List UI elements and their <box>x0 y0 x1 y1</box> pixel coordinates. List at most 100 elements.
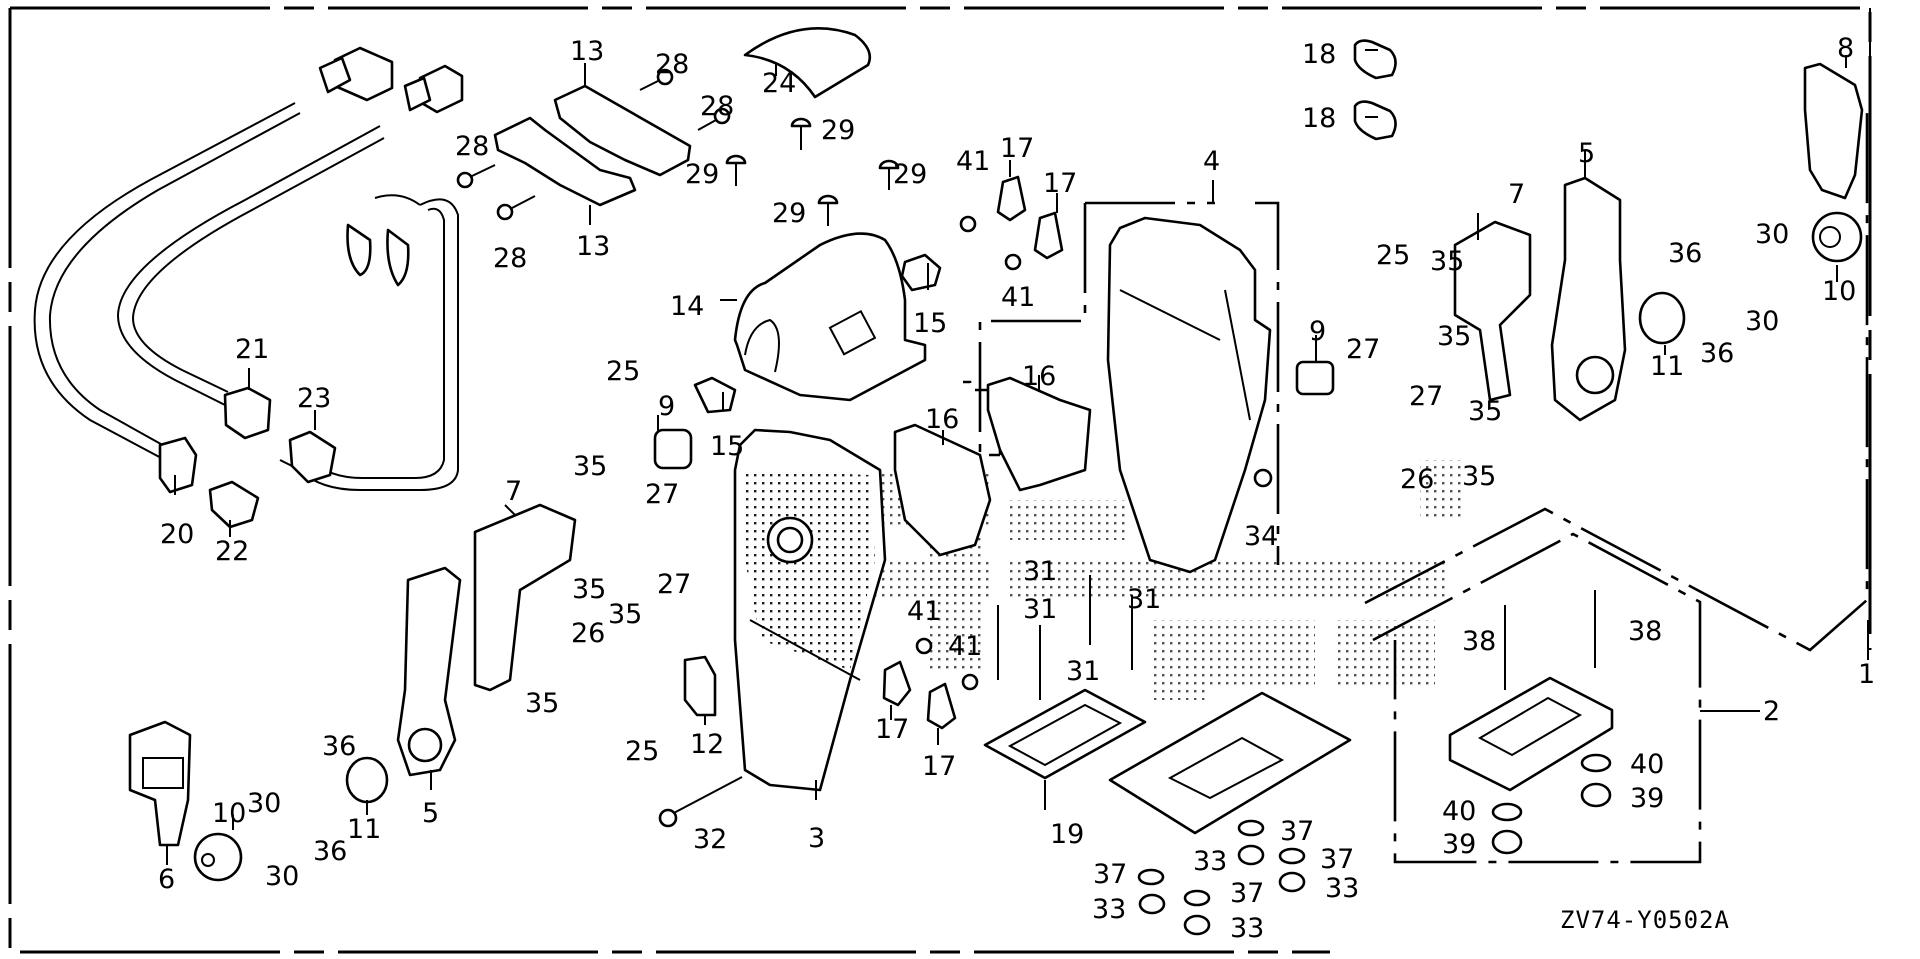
case-4 <box>1106 216 1272 574</box>
callout: 2 <box>1763 696 1780 727</box>
connector-22 <box>208 480 260 529</box>
callout: 8 <box>1837 33 1854 64</box>
callout: 31 <box>1066 656 1100 687</box>
callout: 25 <box>606 356 640 387</box>
callout: 29 <box>893 159 927 190</box>
callout: 33 <box>1230 913 1264 944</box>
callout: 23 <box>297 383 331 414</box>
callout: 1 <box>1858 659 1875 690</box>
callout: 37 <box>1093 859 1127 890</box>
callout: 13 <box>576 231 610 262</box>
callout: 38 <box>1462 626 1496 657</box>
clamp-15 <box>900 253 942 292</box>
callout: 35 <box>1468 396 1502 427</box>
callout: 28 <box>455 131 489 162</box>
callout: 30 <box>1745 306 1779 337</box>
grip-6 <box>128 720 192 847</box>
callout: 25 <box>625 736 659 767</box>
callout: 21 <box>235 334 269 365</box>
lever-5-right <box>1550 176 1627 422</box>
callout: 33 <box>1325 873 1359 904</box>
callout: 25 <box>1376 240 1410 271</box>
callout: 33 <box>1193 846 1227 877</box>
callout: 41 <box>1001 282 1035 313</box>
grip-8 <box>1803 62 1864 200</box>
callout: 30 <box>1755 219 1789 250</box>
callout: 28 <box>700 91 734 122</box>
callout: 17 <box>1043 168 1077 199</box>
callout: 29 <box>772 198 806 229</box>
gasket-16a <box>893 423 992 557</box>
callout: 35 <box>573 451 607 482</box>
callout: 41 <box>907 596 941 627</box>
mounting-plate-19 <box>983 688 1147 780</box>
gasket-plate <box>1108 691 1352 835</box>
callout: 28 <box>493 243 527 274</box>
callout: 37 <box>1320 844 1354 875</box>
callout: 5 <box>1578 138 1595 169</box>
callout: 35 <box>1430 246 1464 277</box>
callout: 4 <box>1203 146 1220 177</box>
callout: 27 <box>645 479 679 510</box>
callout: 31 <box>1023 594 1057 625</box>
callout: 7 <box>1508 179 1525 210</box>
callout: 35 <box>1437 321 1471 352</box>
callout: 13 <box>570 36 604 67</box>
callout: 7 <box>505 476 522 507</box>
cover-14 <box>733 232 927 402</box>
callout: 19 <box>1050 819 1084 850</box>
callout: 36 <box>322 731 356 762</box>
callout: 36 <box>1668 238 1702 269</box>
diagram-frame <box>8 6 1872 954</box>
callout: 10 <box>212 798 246 829</box>
callout: 18 <box>1302 39 1336 70</box>
clamp-15b <box>693 376 737 414</box>
assembly-outline-2 <box>1372 532 1702 864</box>
callout: 30 <box>247 788 281 819</box>
callout: 39 <box>1442 829 1476 860</box>
lever-5-left <box>396 566 462 777</box>
callout: 37 <box>1230 878 1264 909</box>
callout: 39 <box>1630 783 1664 814</box>
callout: 41 <box>948 631 982 662</box>
callout: 16 <box>925 404 959 435</box>
callout: 29 <box>821 115 855 146</box>
screws-group <box>456 68 900 226</box>
callout: 36 <box>1700 338 1734 369</box>
bracket-13 <box>493 84 692 207</box>
connector-20 <box>158 436 198 494</box>
callout: 14 <box>670 291 704 322</box>
callout: 35 <box>1462 461 1496 492</box>
callout: 35 <box>572 574 606 605</box>
callout: 35 <box>525 688 559 719</box>
connector-21 <box>223 386 272 440</box>
diagram-code: ZV74-Y0502A <box>1560 906 1730 934</box>
callout: 9 <box>658 391 675 422</box>
callout: 32 <box>693 824 727 855</box>
cover-lid-24 <box>743 27 872 99</box>
callout: 31 <box>1023 556 1057 587</box>
callout: 26 <box>1400 464 1434 495</box>
callout: 24 <box>762 68 796 99</box>
callout: 34 <box>1244 521 1278 552</box>
leader-lines <box>166 49 1869 865</box>
callout: 12 <box>690 729 724 760</box>
callout: 6 <box>158 864 175 895</box>
assembly-outline-1 <box>1364 110 1869 652</box>
callout: 17 <box>875 714 909 745</box>
lever-cover-7-left <box>473 503 577 692</box>
callout: 11 <box>347 814 381 845</box>
callout: 40 <box>1630 749 1664 780</box>
callout-labels: 1 2 3 4 5 5 6 7 7 8 9 9 10 10 11 11 12 1… <box>158 33 1875 944</box>
wire-harness <box>33 46 464 529</box>
callout: 9 <box>1309 316 1326 347</box>
callout: 15 <box>913 308 947 339</box>
callout: 10 <box>1822 276 1856 307</box>
callout: 29 <box>685 159 719 190</box>
callout: 27 <box>1409 381 1443 412</box>
callout: 18 <box>1302 103 1336 134</box>
callout: 30 <box>265 861 299 892</box>
spacer-2 <box>1448 676 1614 792</box>
